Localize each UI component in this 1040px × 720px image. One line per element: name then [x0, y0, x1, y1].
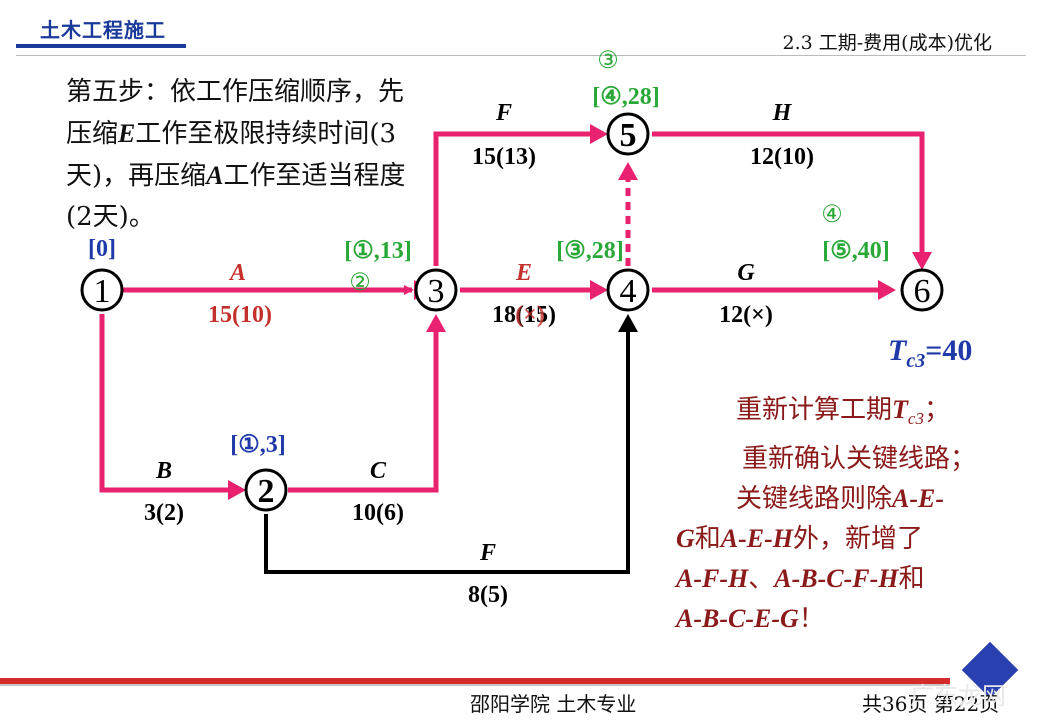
- duration-result: Tc3=40: [888, 334, 972, 373]
- tc-symbol: T: [888, 334, 907, 367]
- edge-e-arrowhead: [590, 280, 608, 300]
- note-line-3: 关键线路则除A-E-: [676, 479, 1016, 519]
- recalculation-note: 重新计算工期Tc3； 重新确认关键线路； 关键线路则除A-E- G和A-E-H外…: [676, 390, 1016, 639]
- node-3: 3: [414, 268, 458, 312]
- footer-school: 邵阳学院 土木专业: [470, 692, 637, 716]
- note-line-5: A-F-H、A-B-C-F-H和: [676, 559, 1016, 599]
- note-l6b: ！: [798, 604, 825, 635]
- edge-f-top: [433, 131, 592, 266]
- activity-g-duration: 12(×): [719, 302, 773, 328]
- note-l4c: A-E-H: [720, 524, 794, 554]
- section-title: 2.3 工期-费用(成本)优化: [782, 32, 992, 54]
- note-l5a: A-F-H: [676, 564, 749, 594]
- edge-c-arrowhead: [426, 314, 446, 332]
- note-l1b: ；: [923, 395, 950, 425]
- note-l1s: c3: [907, 409, 924, 429]
- note-line-4: G和A-E-H外，新增了: [676, 519, 1016, 559]
- edge-dummy-arrowhead: [618, 162, 638, 180]
- node-5-order: ③: [597, 48, 619, 74]
- activity-f-top-duration: 15(13): [472, 144, 536, 170]
- activity-b-duration: 3(2): [144, 500, 184, 526]
- edge-h-arrowhead: [912, 252, 932, 270]
- note-l3a: 关键线路则除: [736, 484, 893, 515]
- footer-page-count: 共36页 第22页: [862, 692, 1000, 716]
- edge-b: [99, 314, 230, 493]
- activity-e-duration: 18(15): [492, 302, 556, 328]
- note-l6: A-B-C-E-G: [676, 604, 799, 634]
- edge-c: [288, 330, 439, 493]
- step-text-activity-e: E: [118, 119, 136, 148]
- node-5-marker: [④,28]: [592, 84, 660, 110]
- note-line-2: 重新确认关键线路；: [742, 444, 977, 475]
- activity-b-name: B: [155, 458, 172, 484]
- node-6-marker: [⑤,40]: [822, 238, 890, 264]
- node-4-marker: [③,28]: [556, 238, 624, 264]
- step-text-part-2: 工作至极限持续时间(3天)，再压缩: [66, 119, 397, 191]
- node-3-marker: [①,13]: [344, 238, 412, 264]
- node-1: 1: [80, 268, 124, 312]
- activity-a-duration: 15(10): [208, 302, 272, 328]
- note-l5d: 和: [898, 564, 925, 595]
- tc-value: =40: [925, 334, 973, 367]
- note-l5b: 、: [748, 564, 775, 595]
- node-5-label: 5: [620, 117, 637, 154]
- activity-e-name: E: [515, 260, 532, 286]
- node-3-label: 3: [428, 273, 445, 310]
- footer-bar-red: [0, 678, 950, 684]
- note-l1a: 重新计算工期: [736, 395, 893, 425]
- activity-g-name: G: [737, 260, 755, 286]
- node-5: 5: [606, 112, 650, 156]
- node-4: 4: [606, 268, 650, 312]
- node-3-order: ②: [349, 270, 371, 296]
- note-l5c: A-B-C-F-H: [774, 564, 899, 594]
- edge-g-arrowhead: [878, 280, 896, 300]
- node-2-marker: [①,3]: [230, 432, 286, 458]
- step-text-activity-a: A: [206, 161, 224, 190]
- node-6: 6: [900, 268, 944, 312]
- note-l1t: T: [892, 395, 908, 424]
- tc-subscript: c3: [906, 350, 926, 372]
- note-l4a: G: [676, 524, 695, 554]
- edge-f-bottom-arrowhead: [618, 314, 638, 332]
- edge-f-top-arrowhead: [590, 124, 608, 144]
- footer-bar-gray: [0, 684, 950, 686]
- course-title: 土木工程施工: [40, 18, 166, 42]
- node-6-label: 6: [914, 273, 931, 310]
- activity-c-duration: 10(6): [352, 500, 404, 526]
- note-line-1: 重新计算工期Tc3；: [676, 390, 1016, 439]
- activity-c-name: C: [370, 458, 387, 484]
- edge-h: [652, 131, 925, 254]
- note-l3b: A-E-: [892, 484, 945, 514]
- activity-f-top-name: F: [495, 100, 512, 126]
- edge-f-bottom: [264, 330, 630, 574]
- header-divider: [16, 55, 1026, 56]
- step-text-part-1: 第五步：依工作压缩顺序，先压缩: [66, 77, 405, 149]
- activity-h-duration: 12(10): [750, 144, 814, 170]
- note-line-6: A-B-C-E-G！: [676, 599, 1016, 639]
- node-6-order: ④: [821, 202, 843, 228]
- activity-f-bottom-duration: 8(5): [468, 582, 508, 608]
- edge-b-arrowhead: [228, 480, 246, 500]
- node-2-label: 2: [258, 473, 275, 510]
- note-l4d: 外，新增了: [793, 524, 924, 555]
- activity-e-crossed: (×): [515, 302, 545, 328]
- step-text-part-3: 工作至适当程度(2天)。: [66, 161, 406, 232]
- note-l4b: 和: [694, 524, 721, 555]
- step-description: 第五步：依工作压缩顺序，先压缩E工作至极限持续时间(3天)，再压缩A工作至适当程…: [66, 72, 416, 238]
- node-4-label: 4: [620, 273, 637, 310]
- node-1-label: 1: [94, 273, 111, 310]
- watermark: 广东龙网: [910, 682, 1006, 710]
- header-rule: [16, 44, 186, 48]
- activity-a-name: A: [228, 260, 246, 286]
- activity-f-bottom-name: F: [479, 540, 496, 566]
- node-2: 2: [244, 468, 288, 512]
- activity-h-name: H: [772, 100, 793, 126]
- node-1-marker: [0]: [88, 236, 116, 262]
